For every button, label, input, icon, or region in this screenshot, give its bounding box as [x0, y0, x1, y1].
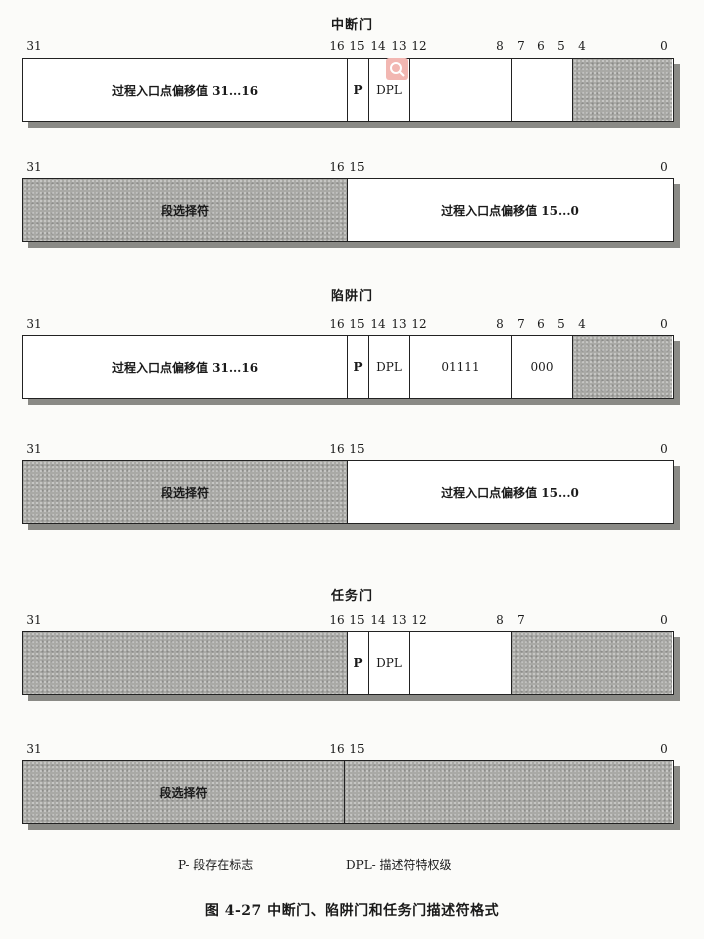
bit-label: 31 — [26, 613, 42, 627]
segment-selector-field: 段选择符 — [23, 461, 347, 523]
reserved-field — [511, 59, 572, 121]
dpl-field: DPL — [368, 336, 409, 398]
bit-label: 0 — [660, 742, 668, 756]
bit-label: 5 — [557, 39, 565, 53]
type-field — [409, 59, 511, 121]
bit-label: 15 — [349, 160, 365, 174]
bit-label: 7 — [517, 317, 525, 331]
bit-label: 16 — [329, 442, 345, 456]
p-field: P — [347, 632, 368, 694]
interrupt-gate-row2: 段选择符 过程入口点偏移值 15...0 — [22, 178, 674, 242]
offset-high-field: 过程入口点偏移值 31...16 — [111, 83, 259, 98]
bit-label: 16 — [329, 160, 345, 174]
legend-p: P- 段存在标志 — [178, 858, 254, 872]
offset-low-field: 过程入口点偏移值 15...0 — [347, 461, 672, 523]
trap-gate-row1: 过程入口点偏移值 31...16 P DPL 01111 000 — [22, 335, 674, 399]
bit-label: 6 — [537, 39, 545, 53]
tss-segment-selector-field: 段选择符 — [23, 761, 344, 823]
reserved-field: 000 — [511, 336, 572, 398]
bit-label: 15 — [349, 613, 365, 627]
bit-label: 16 — [329, 39, 345, 53]
bit-label: 4 — [578, 317, 586, 331]
bit-label: 12 — [411, 317, 427, 331]
bit-label: 0 — [660, 317, 668, 331]
bit-label: 31 — [26, 742, 42, 756]
p-field: P — [347, 59, 368, 121]
bit-label: 14 — [370, 317, 386, 331]
bit-label: 0 — [660, 39, 668, 53]
bit-label: 15 — [349, 39, 365, 53]
segment-selector-field: 段选择符 — [23, 179, 347, 241]
bit-label: 31 — [26, 317, 42, 331]
bit-label: 0 — [660, 160, 668, 174]
bit-label: 31 — [26, 442, 42, 456]
unused-field — [572, 59, 672, 121]
task-gate-row1: P DPL — [22, 631, 674, 695]
bit-label: 8 — [496, 39, 504, 53]
p-field: P — [347, 336, 368, 398]
dpl-field: DPL — [368, 632, 409, 694]
bit-label: 13 — [391, 39, 407, 53]
bit-label: 4 — [578, 39, 586, 53]
bit-label: 16 — [329, 742, 345, 756]
bit-label: 13 — [391, 317, 407, 331]
trap-gate-title: 陷阱门 — [330, 289, 373, 304]
reserved-field — [344, 761, 672, 823]
bit-label: 12 — [411, 613, 427, 627]
bit-label: 31 — [26, 39, 42, 53]
bit-label: 7 — [517, 613, 525, 627]
bit-label: 0 — [660, 442, 668, 456]
offset-low-field: 过程入口点偏移值 15...0 — [347, 179, 672, 241]
type-field — [409, 632, 511, 694]
bit-label: 7 — [517, 39, 525, 53]
bit-label: 8 — [496, 613, 504, 627]
task-gate-row2: 段选择符 — [22, 760, 674, 824]
reserved-high-field — [23, 632, 347, 694]
bit-label: 5 — [557, 317, 565, 331]
bit-label: 16 — [329, 613, 345, 627]
bit-label: 15 — [349, 742, 365, 756]
bit-label: 14 — [370, 39, 386, 53]
interrupt-gate-row1: 过程入口点偏移值 31...16 P DPL — [22, 58, 674, 122]
reserved-low-field — [511, 632, 672, 694]
bit-label: 8 — [496, 317, 504, 331]
figure-caption: 图 4-27 中断门、陷阱门和任务门描述符格式 — [204, 903, 500, 919]
bit-label: 31 — [26, 160, 42, 174]
trap-gate-row2: 段选择符 过程入口点偏移值 15...0 — [22, 460, 674, 524]
dpl-field: DPL — [368, 59, 409, 121]
bit-label: 15 — [349, 442, 365, 456]
bit-label: 15 — [349, 317, 365, 331]
bit-label: 13 — [391, 613, 407, 627]
zoom-search-icon[interactable] — [386, 58, 408, 80]
bit-label: 6 — [537, 317, 545, 331]
legend-dpl: DPL- 描述符特权级 — [346, 858, 452, 872]
bit-label: 16 — [329, 317, 345, 331]
unused-field — [572, 336, 672, 398]
bit-label: 14 — [370, 613, 386, 627]
bit-label: 0 — [660, 613, 668, 627]
interrupt-gate-title: 中断门 — [330, 18, 373, 33]
bit-label: 12 — [411, 39, 427, 53]
offset-high-field: 过程入口点偏移值 31...16 — [111, 360, 259, 375]
task-gate-title: 任务门 — [330, 589, 373, 604]
type-field: 01111 — [409, 336, 511, 398]
